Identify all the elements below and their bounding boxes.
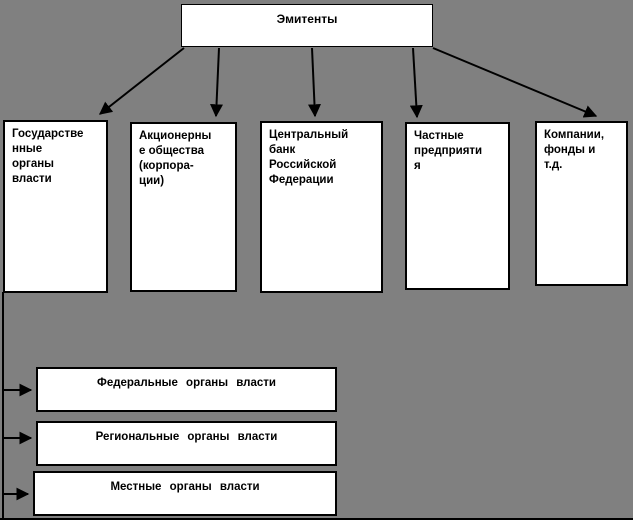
issuer-box-private-enterprises: Частные предприяти я xyxy=(405,122,510,290)
issuer-box-central-bank: Центральный банк Российской Федерации xyxy=(260,121,383,293)
arrow-root-to-joint-stock xyxy=(210,47,224,118)
issuer-box-state-authorities: Государстве нные органы власти xyxy=(3,120,108,293)
level-box-federal: Федеральные органы власти xyxy=(36,367,337,412)
arrow-root-to-private-enterprises xyxy=(409,47,423,119)
level-box-regional: Региональные органы власти xyxy=(36,421,337,466)
issuer-box-joint-stock: Акционерны е общества (корпора- ции) xyxy=(130,122,237,292)
canvas-bottom-border xyxy=(0,518,633,520)
level-box-local: Местные органы власти xyxy=(33,471,337,516)
arrow-root-to-central-bank xyxy=(307,47,321,118)
root-box-issuers: Эмитенты xyxy=(181,4,433,47)
issuer-box-companies-funds: Компании, фонды и т.д. xyxy=(535,121,628,286)
arrow-root-to-state-authorities xyxy=(98,47,185,115)
arrow-root-to-companies-funds xyxy=(432,47,598,118)
